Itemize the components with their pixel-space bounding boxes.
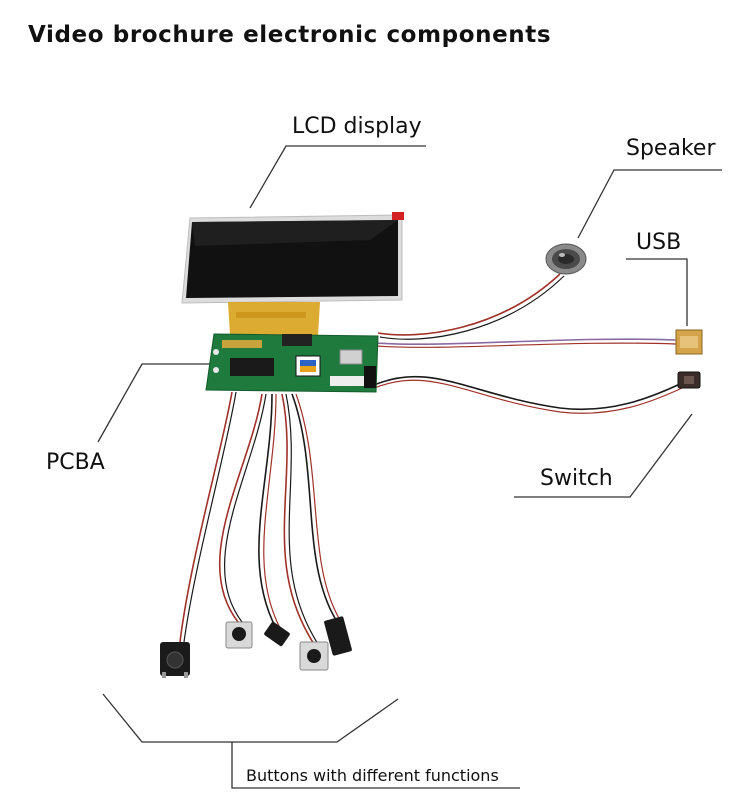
label-lcd-display: LCD display — [292, 114, 422, 139]
button-wire-1 — [179, 391, 233, 643]
lcd-leader-line — [249, 145, 426, 209]
buttons-leader-line — [102, 693, 399, 743]
button-large — [160, 642, 190, 678]
pcb-sd-slot — [339, 349, 363, 365]
usb-wire — [375, 338, 677, 346]
speaker-leader-line — [577, 169, 722, 239]
lcd-protective-tab — [392, 212, 404, 220]
button-tact-1 — [225, 621, 253, 649]
wires — [179, 273, 683, 645]
switch-leader-line — [514, 413, 693, 498]
button-wire-5 — [291, 393, 337, 621]
label-speaker: Speaker — [626, 136, 716, 161]
pcba-leader-line — [97, 363, 218, 443]
switch-wire — [371, 375, 681, 411]
leader-lines — [97, 145, 722, 789]
button-wire-4 — [281, 393, 315, 645]
button-slide-2 — [324, 616, 352, 656]
pcba-board — [205, 333, 379, 393]
pcb-chip-main — [230, 358, 274, 376]
label-usb: USB — [636, 230, 682, 255]
label-switch: Switch — [540, 466, 613, 491]
pcb-chip-secondary — [282, 334, 312, 346]
speaker-component — [545, 243, 587, 275]
switch-component — [677, 371, 701, 389]
usb-component — [675, 329, 703, 355]
buttons-group — [160, 616, 352, 678]
lcd-flex-cable — [228, 302, 320, 336]
page-title: Video brochure electronic components — [28, 22, 552, 48]
button-tact-2 — [299, 641, 329, 671]
button-wire-3 — [258, 393, 277, 629]
label-buttons: Buttons with different functions — [246, 766, 499, 785]
speaker-wire — [377, 273, 561, 336]
buttons-leader-drop — [231, 742, 520, 789]
usb-leader-line — [626, 258, 688, 326]
label-pcba: PCBA — [46, 450, 105, 475]
button-slide-1 — [264, 621, 290, 647]
lcd-display-module — [181, 212, 404, 336]
button-wire-2 — [218, 393, 263, 623]
